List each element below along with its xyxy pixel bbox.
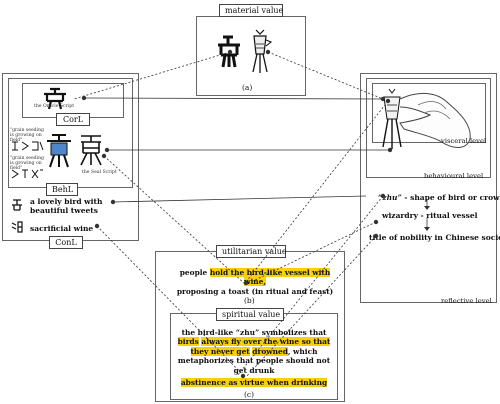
spiritual-caption: (c) [244,390,255,399]
grain-text-1: "grain seeding is growing on field" [10,128,44,144]
spiritual-pre: the bird-like “zhu” symbolizes that [181,328,327,337]
zhu-shape-text: “zhu” - shape of bird or crown [378,193,500,202]
nobility-text: title of nobility in Chinese society [369,233,500,242]
abstinence-text: abstinence as virtue when drinking [175,378,333,387]
spiritual-text: the bird-like “zhu” symbolizes that bird… [175,328,333,375]
behl-label: BehL [46,183,78,196]
oracle-script-label: the Oracle Script [34,104,75,109]
material-vessel-icon [252,29,273,73]
grain-glyph-icon [12,141,44,151]
corl-label: CorL [56,113,90,126]
reflective-level-label: reflective level [441,297,492,305]
material-glyph-icon [218,35,240,68]
wine-glyph-icon [11,221,23,233]
conl-label: ConL [49,236,83,249]
spiritual-hl-drowned: drowned [252,346,288,356]
zhu-term: “zhu” [378,193,402,202]
hand-holding-vessel-icon [382,88,471,149]
abstinence-highlight: abstinence as virtue when drinking [180,378,328,387]
behavioural-level-label: behavioural level [424,172,484,180]
material-caption: (a) [242,83,253,92]
wizardry-text: wizardry - ritual vessel [382,211,478,220]
material-value-label: material value [219,4,283,17]
visceral-level-label: visceral level [441,137,487,145]
utilitarian-text: people hold the bird-like vessel with wi… [175,268,335,296]
oracle-glyph-icon [44,87,66,110]
grain-glyph-icon-2 [11,169,43,179]
utilitarian-pre: people [179,268,210,277]
utilitarian-value-label: utilitarian value [216,245,287,258]
seal-script-label: the Seal Script [82,170,117,175]
seal-glyph-icon [80,135,102,166]
grain-text-2: "grain seeding is growing on field" [10,156,44,172]
spiritual-value-label: spiritual value [216,308,284,321]
spiritual-hl-birds: birds [177,337,199,347]
bird-glyph-icon [12,199,22,211]
blue-zhu-glyph-icon [47,134,71,168]
sacrificial-wine-text: sacrificial wine [30,224,94,233]
zhu-shape-rest: - shape of bird or crown [401,193,500,202]
utilitarian-caption: (b) [244,296,255,305]
utilitarian-post: proposing a toast (in ritual and feast) [176,286,334,296]
utilitarian-highlight: hold the bird-like vessel with wine, [209,268,331,287]
link-bird-to-zhu [112,195,367,203]
lovely-bird-text: a lovely bird with beautiful tweets [30,197,103,215]
